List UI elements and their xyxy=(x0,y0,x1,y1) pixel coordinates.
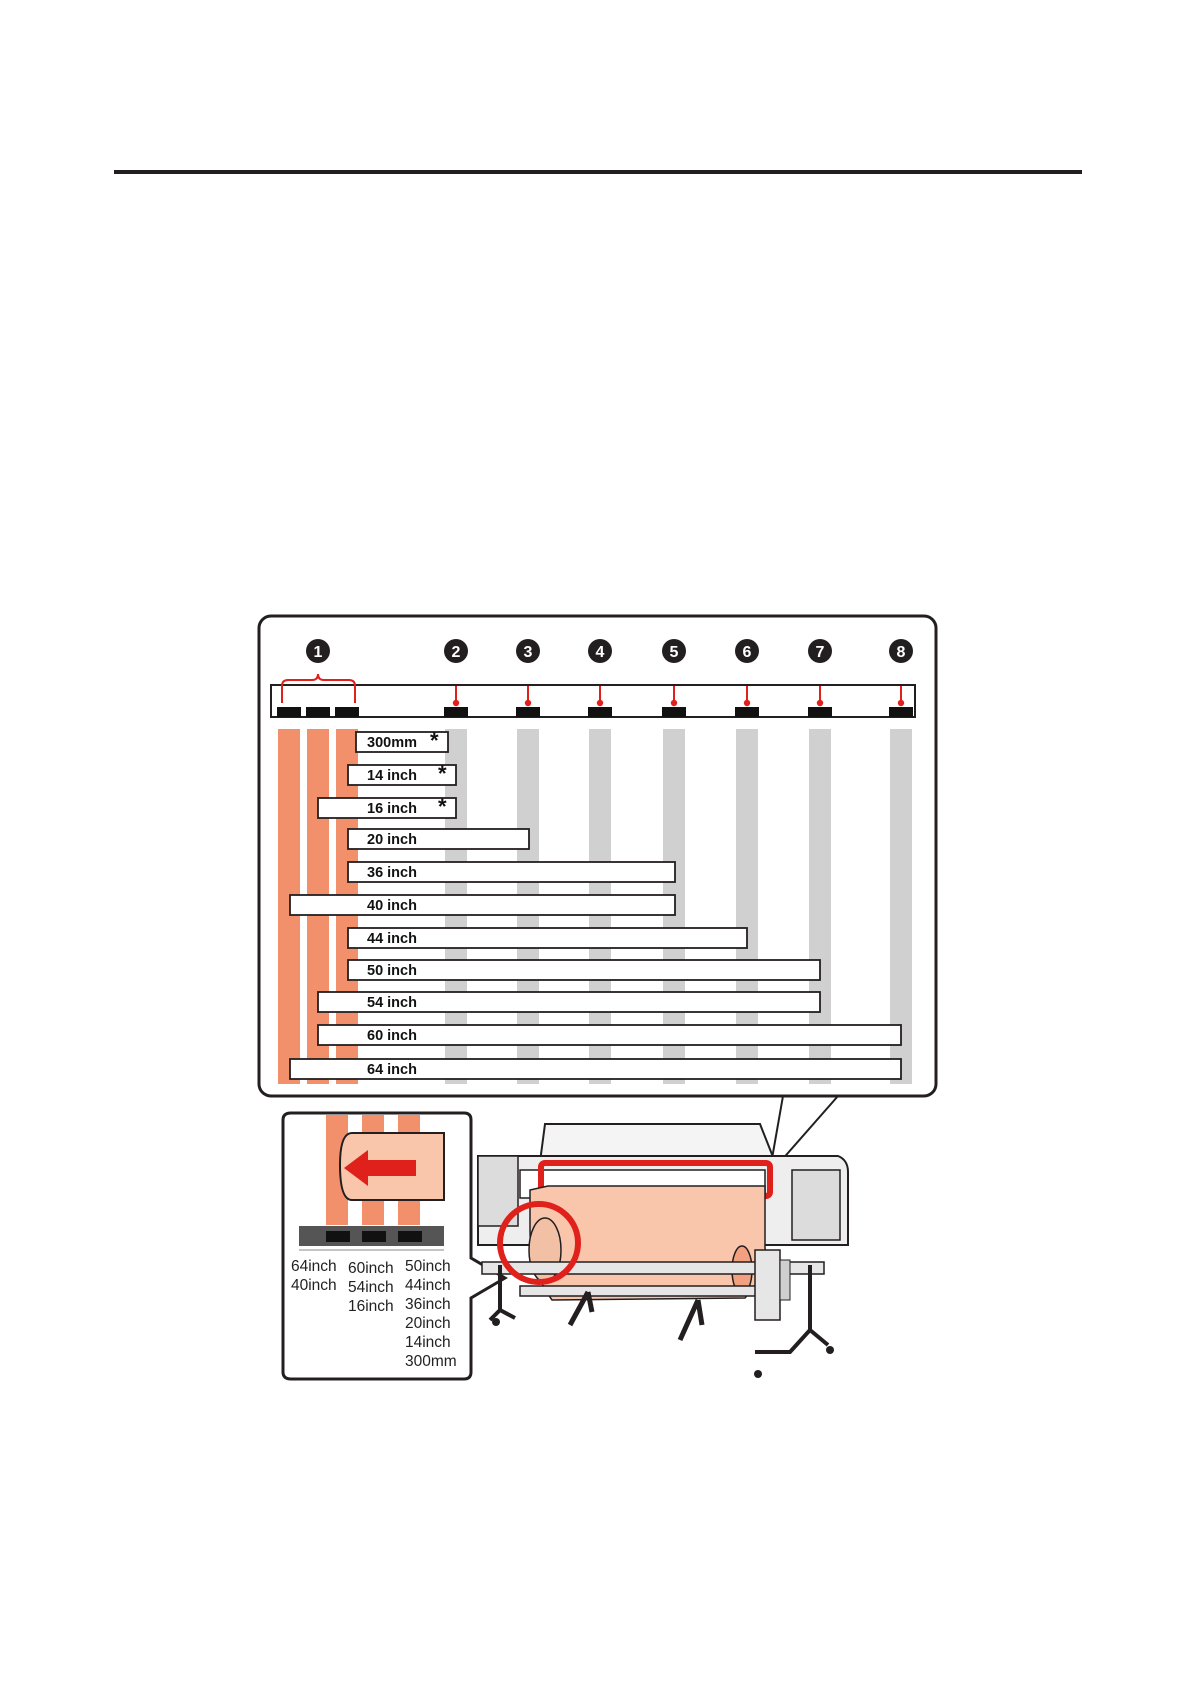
width-bar xyxy=(290,895,675,915)
width-label: 54 inch xyxy=(367,995,417,1011)
black-marker xyxy=(808,707,832,717)
callout-number: 6 xyxy=(743,644,752,661)
callout-number: 7 xyxy=(816,644,825,661)
zoom-inset xyxy=(283,1113,505,1379)
black-marker xyxy=(662,707,686,717)
black-marker xyxy=(735,707,759,717)
width-label: 36 inch xyxy=(367,865,417,881)
callout-number: 3 xyxy=(524,644,533,661)
asterisk-mark: * xyxy=(430,728,439,753)
inset-width-label: 300mm xyxy=(405,1353,457,1370)
inset-width-label: 64inch xyxy=(291,1258,337,1275)
red-leader-dot xyxy=(744,700,750,706)
width-label: 40 inch xyxy=(367,898,417,914)
inset-width-label: 16inch xyxy=(348,1298,394,1315)
width-bar xyxy=(348,960,820,980)
black-marker xyxy=(588,707,612,717)
callout-number: 8 xyxy=(897,644,906,661)
width-label: 50 inch xyxy=(367,963,417,979)
red-leader-dot xyxy=(671,700,677,706)
asterisk-mark: * xyxy=(438,794,447,819)
width-label: 64 inch xyxy=(367,1062,417,1078)
callout-number: 1 xyxy=(314,644,323,661)
red-leader-dot xyxy=(898,700,904,706)
black-marker xyxy=(335,707,359,717)
callout-number: 5 xyxy=(670,644,679,661)
callout-number: 4 xyxy=(596,644,605,661)
printer-illustration xyxy=(478,1124,848,1378)
black-marker xyxy=(277,707,301,717)
width-label: 20 inch xyxy=(367,832,417,848)
black-marker xyxy=(444,707,468,717)
red-leader-dot xyxy=(525,700,531,706)
asterisk-mark: * xyxy=(438,761,447,786)
width-label: 44 inch xyxy=(367,931,417,947)
width-label: 300mm xyxy=(367,735,417,751)
inset-width-label: 20inch xyxy=(405,1315,451,1332)
callout-number: 2 xyxy=(452,644,461,661)
red-leader-dot xyxy=(453,700,459,706)
inset-width-label: 14inch xyxy=(405,1334,451,1351)
black-marker xyxy=(306,707,330,717)
red-leader-dot xyxy=(597,700,603,706)
inset-width-label: 36inch xyxy=(405,1296,451,1313)
inset-width-label: 60inch xyxy=(348,1260,394,1277)
width-label: 16 inch xyxy=(367,801,417,817)
width-label: 60 inch xyxy=(367,1028,417,1044)
inset-width-label: 50inch xyxy=(405,1258,451,1275)
red-leader-dot xyxy=(817,700,823,706)
inset-width-label: 40inch xyxy=(291,1277,337,1294)
black-marker xyxy=(516,707,540,717)
width-label: 14 inch xyxy=(367,768,417,784)
inset-width-label: 54inch xyxy=(348,1279,394,1296)
inset-width-label: 44inch xyxy=(405,1277,451,1294)
black-marker xyxy=(889,707,913,717)
